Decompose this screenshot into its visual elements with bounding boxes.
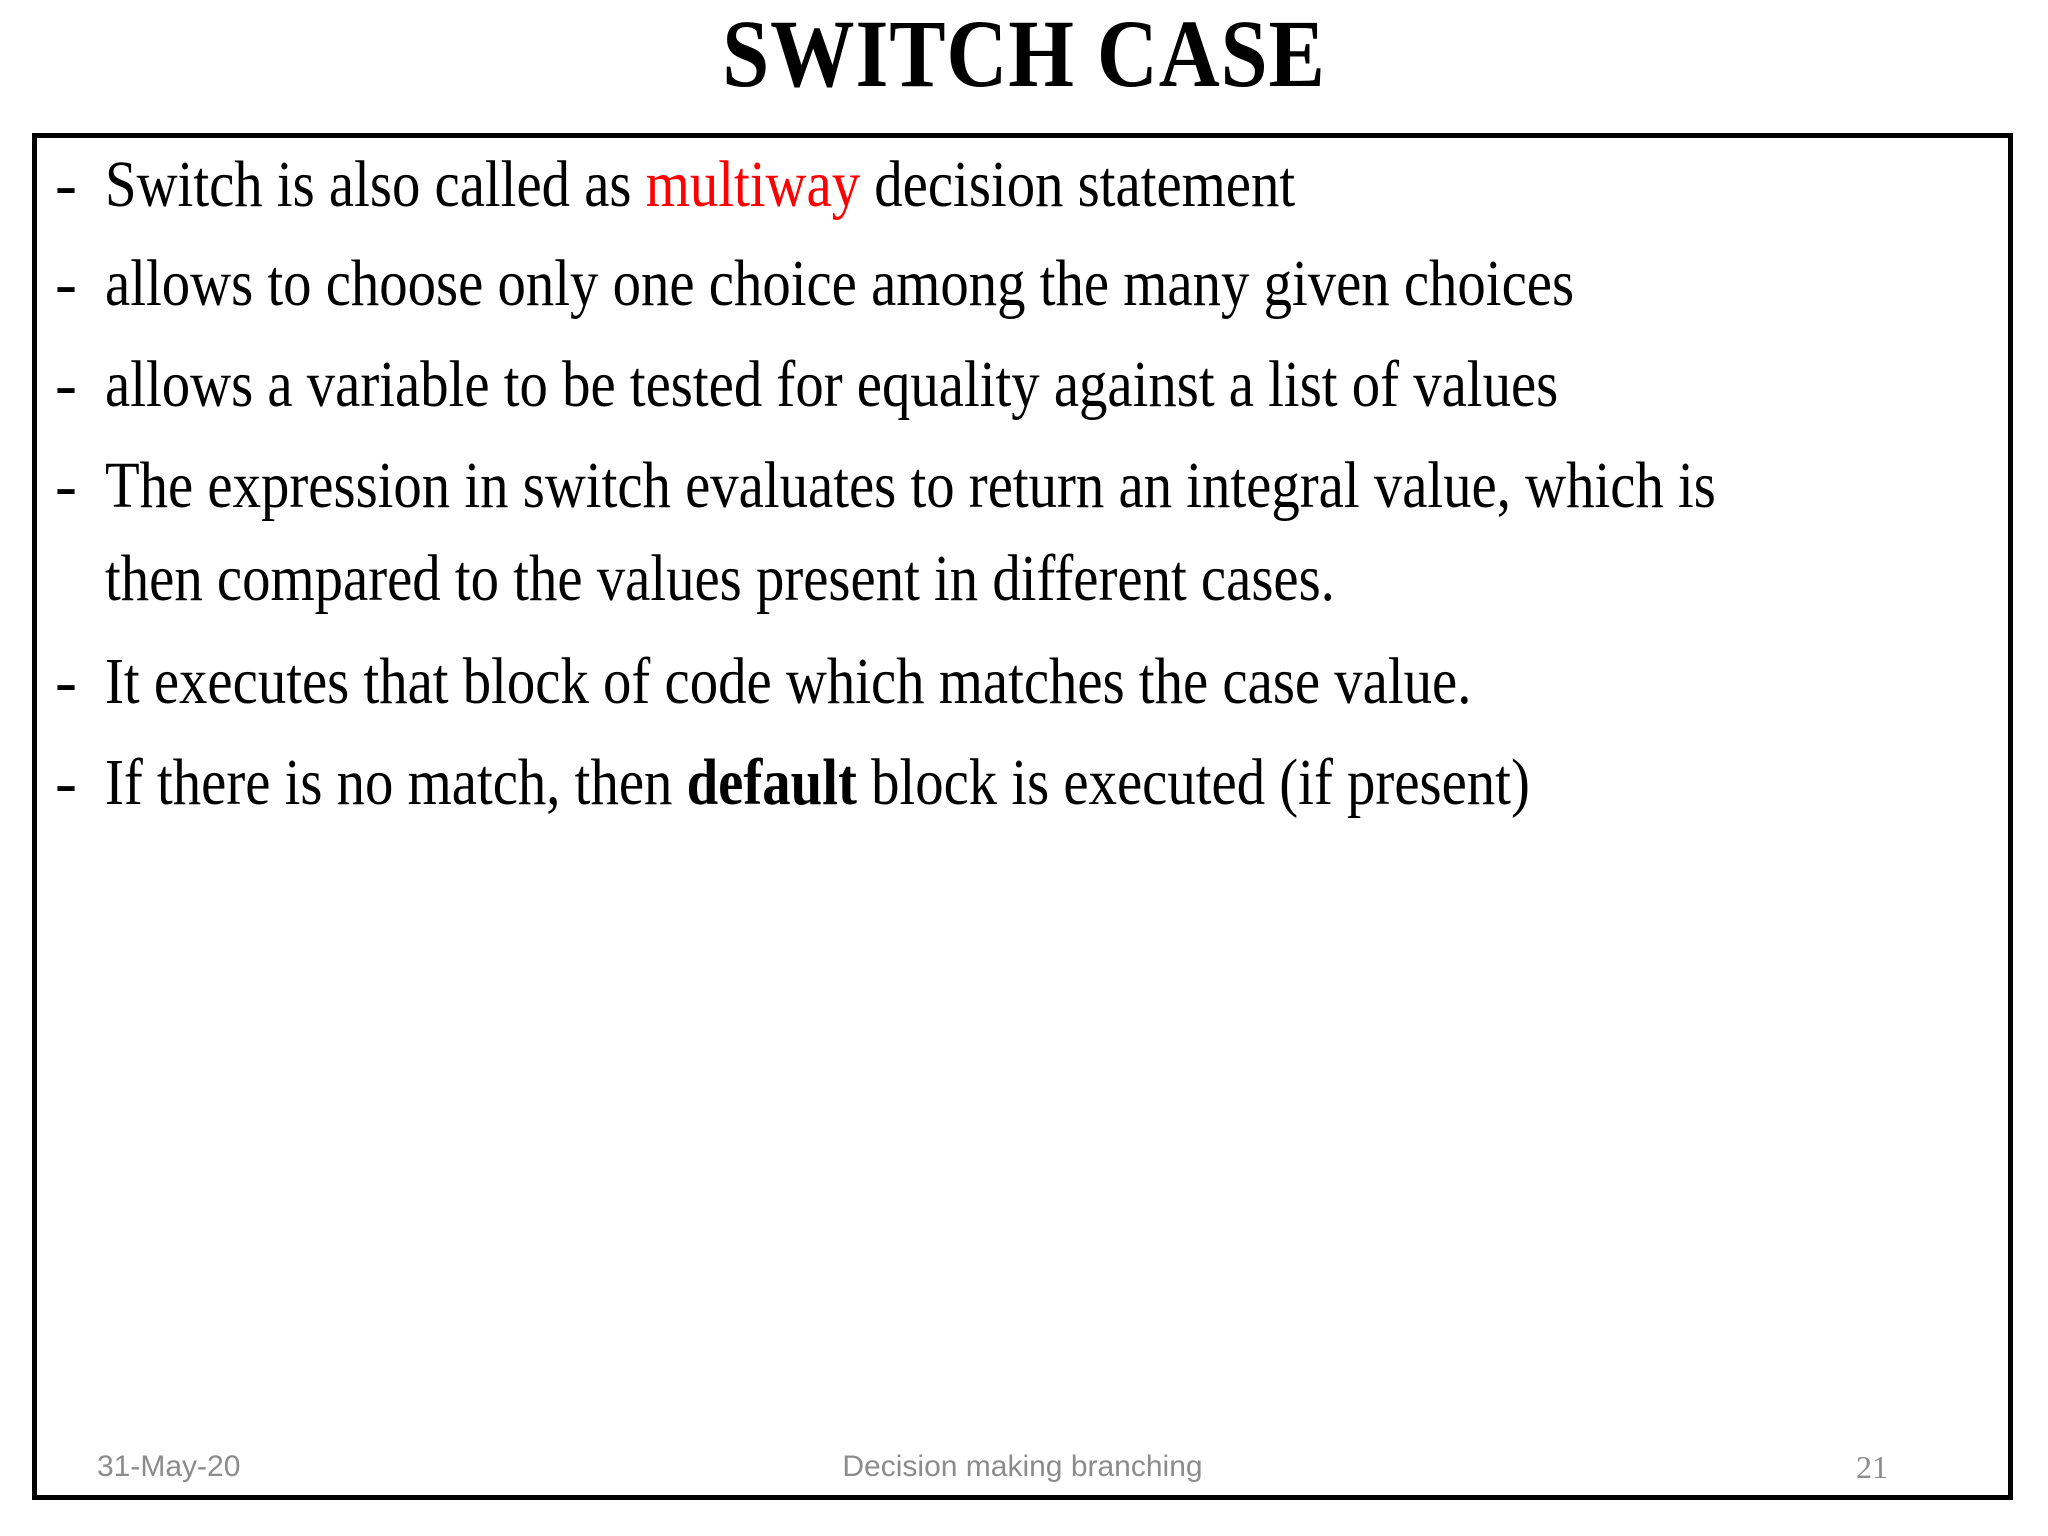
bullet-dash-icon: -	[55, 348, 77, 421]
content-body-box: -Switch is also called as multiway decis…	[32, 133, 2013, 1500]
bullet-text: allows to choose only one choice among t…	[105, 237, 1765, 330]
bullet-item: -Switch is also called as multiway decis…	[45, 138, 2035, 231]
slide-footer: 31-May-20 Decision making branching 21	[37, 1445, 2008, 1489]
bullet-text: Switch is also called as multiway decisi…	[105, 138, 1765, 231]
bullet-item: -It executes that block of code which ma…	[45, 635, 2035, 728]
text-run: The expression in switch evaluates to re…	[105, 449, 1716, 615]
text-run: If there is no match, then	[105, 746, 687, 819]
bullet-dash-icon: -	[55, 449, 77, 522]
bullet-item: -allows to choose only one choice among …	[45, 237, 2035, 330]
text-run: block is executed (if present)	[856, 746, 1530, 819]
text-run: It executes that block of code which mat…	[105, 645, 1472, 718]
bullet-dash-icon: -	[55, 247, 77, 320]
text-run: decision statement	[860, 148, 1296, 221]
page-title: SWITCH CASE	[722, 0, 1326, 107]
footer-subject: Decision making branching	[842, 1450, 1203, 1483]
bullet-dash-icon: -	[55, 645, 77, 718]
bullet-text: If there is no match, then default block…	[105, 736, 1765, 829]
bullet-text: The expression in switch evaluates to re…	[105, 439, 1765, 625]
text-run: allows to choose only one choice among t…	[105, 247, 1575, 320]
bullet-item: -allows a variable to be tested for equa…	[45, 338, 2035, 431]
emphasized-keyword: default	[686, 746, 857, 819]
footer-date: 31-May-20	[97, 1450, 241, 1483]
bullet-list: -Switch is also called as multiway decis…	[45, 134, 2035, 829]
bullet-text: allows a variable to be tested for equal…	[105, 338, 1765, 431]
bullet-text: It executes that block of code which mat…	[105, 635, 1765, 728]
text-run: Switch is also called as	[105, 148, 646, 221]
bullet-dash-icon: -	[55, 148, 77, 221]
highlighted-term: multiway	[645, 148, 861, 221]
bullet-item: -If there is no match, then default bloc…	[45, 736, 2035, 829]
bullet-item: -The expression in switch evaluates to r…	[45, 439, 2035, 625]
text-run: allows a variable to be tested for equal…	[105, 348, 1559, 421]
bullet-dash-icon: -	[55, 746, 77, 819]
footer-page-number: 21	[1856, 1448, 1888, 1485]
